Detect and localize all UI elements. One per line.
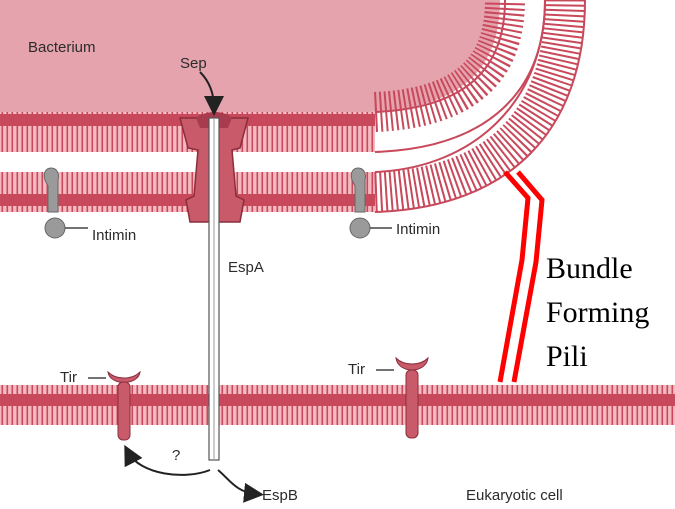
label-tir-right: Tir: [348, 361, 365, 378]
label-espb: EspB: [262, 487, 298, 504]
label-bacterium: Bacterium: [28, 39, 96, 56]
label-sep: Sep: [180, 55, 207, 72]
eukaryotic-membrane: [0, 385, 675, 425]
label-question: ?: [172, 447, 180, 464]
bundle-forming-pili: [500, 172, 542, 382]
label-eukaryotic-cell: Eukaryotic cell: [466, 487, 563, 504]
label-intimin-left: Intimin: [92, 227, 136, 244]
label-espa: EspA: [228, 259, 264, 276]
annotation-line3: Pili: [546, 340, 588, 373]
espb-arrow: [218, 470, 256, 494]
tir-insertion-arrow: [128, 452, 210, 475]
label-tir-left: Tir: [60, 369, 77, 386]
bacterium-cytoplasm: [0, 0, 500, 112]
annotation-line2: Forming: [546, 296, 649, 329]
label-intimin-right: Intimin: [396, 221, 440, 238]
annotation-line1: Bundle: [546, 252, 633, 285]
